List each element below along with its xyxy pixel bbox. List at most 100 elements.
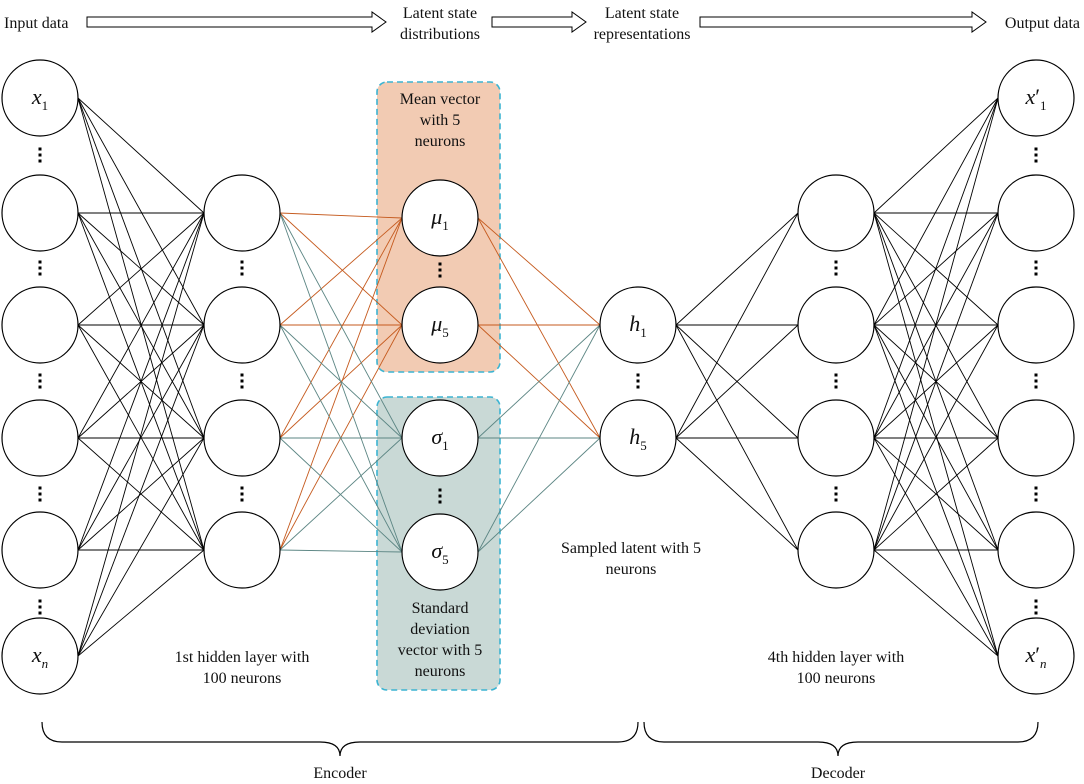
hidden1-label-line-2: 100 neurons [203, 670, 282, 687]
edge-hidden4-output [873, 97, 999, 326]
ellipsis-dots-19 [1034, 599, 1038, 615]
hidden1-neuron-2 [203, 286, 281, 364]
hidden4-neuron-2 [797, 286, 875, 364]
edge-std-latent [477, 324, 601, 553]
hidden1-neuron-4 [203, 511, 281, 589]
hidden4-neuron-1 [797, 174, 875, 252]
output-neuron-6 [997, 617, 1075, 695]
edge-mean-latent [477, 217, 601, 326]
ellipsis-dots-11 [636, 373, 640, 389]
ellipsis-dots-5 [38, 599, 42, 615]
ellipsis-dots-15 [1034, 147, 1038, 163]
input-neuron-5 [1, 511, 79, 589]
std-box-label: Standard deviation vector with 5 neurons [398, 600, 482, 680]
input-neuron-2 [1, 174, 79, 252]
sigma5-label: σ5 [431, 538, 448, 567]
edge-input-hidden1 [77, 437, 205, 657]
edge-hidden1-std [279, 324, 403, 553]
edge-hidden4-output [873, 212, 999, 657]
mean-box-label-line-3: neurons [415, 133, 466, 150]
flow-distributions-label-1: Latent state [403, 5, 477, 22]
output-neuron-4 [997, 399, 1075, 477]
hidden1-label: 1st hidden layer with 100 neurons [175, 649, 310, 687]
edge-input-hidden1 [77, 324, 205, 551]
edge-hidden4-output [873, 212, 999, 551]
edge-input-hidden1 [77, 97, 205, 326]
edge-std-latent [477, 324, 601, 439]
mean-neuron-1 [401, 179, 479, 257]
x1-label: x1 [31, 84, 48, 113]
edge-latent-hidden4 [675, 212, 799, 439]
flow-input-label: Input data [4, 15, 68, 32]
output-neuron-1 [997, 59, 1075, 137]
neurons [1, 59, 1075, 695]
std-neuron-1 [401, 399, 479, 477]
edge-hidden4-output [873, 549, 999, 657]
edge-input-hidden1 [77, 97, 205, 551]
mean-neuron-2 [401, 286, 479, 364]
flow-arrows [86, 11, 987, 33]
hidden4-label-line-2: 100 neurons [797, 670, 876, 687]
flow-arrow-1 [86, 11, 387, 33]
edge-hidden1-mean [279, 212, 403, 326]
mean-box-label-line-2: with 5 [420, 112, 460, 129]
std-box-label-line-2: deviation [410, 621, 470, 638]
hidden4-label: 4th hidden layer with 100 neurons [768, 649, 904, 687]
output-neuron-5 [997, 511, 1075, 589]
input-neuron-3 [1, 286, 79, 364]
ellipsis-dots-3 [38, 373, 42, 389]
std-box-label-line-4: neurons [415, 663, 466, 680]
ellipsis-dots-17 [1034, 373, 1038, 389]
output-neuron-3 [997, 286, 1075, 364]
xn-prime-label: x′n [1024, 642, 1046, 671]
edge-hidden1-mean [279, 217, 403, 551]
hidden1-neuron-3 [203, 399, 281, 477]
ellipsis-dots-13 [834, 373, 838, 389]
edge-input-hidden1 [77, 97, 205, 214]
edge-hidden1-mean [279, 324, 403, 551]
edge-hidden4-output [873, 437, 999, 551]
hidden4-label-line-1: 4th hidden layer with [768, 649, 904, 666]
hidden1-label-line-1: 1st hidden layer with [175, 649, 310, 666]
edge-hidden4-output [873, 97, 999, 439]
edge-std-latent [477, 437, 601, 553]
edge-input-hidden1 [77, 437, 205, 551]
edge-input-hidden1 [77, 212, 205, 551]
ellipsis-dots-12 [834, 260, 838, 276]
edge-hidden4-output [873, 437, 999, 657]
decoder-label: Decoder [811, 765, 866, 782]
edge-hidden1-std [279, 324, 403, 439]
connection-edges [77, 97, 999, 657]
neuron-labels: x1 xn μ1 μ5 σ1 σ5 h1 h5 x′1 x′n [31, 84, 1047, 671]
h5-label: h5 [629, 424, 647, 453]
sampled-label-line-1: Sampled latent with 5 [561, 540, 701, 557]
edge-hidden4-output [873, 324, 999, 657]
edge-hidden1-mean [279, 217, 403, 326]
edge-hidden1-mean [279, 217, 403, 439]
sampled-label: Sampled latent with 5 neurons [561, 540, 701, 578]
edge-hidden4-output [873, 97, 999, 214]
decoder-brace [643, 721, 1039, 757]
mean-box-label: Mean vector with 5 neurons [400, 91, 481, 150]
edge-mean-latent [477, 217, 601, 439]
edge-input-hidden1 [77, 212, 205, 439]
ellipsis-dots-2 [38, 260, 42, 276]
edge-latent-hidden4 [675, 324, 799, 551]
ellipsis-dots-14 [834, 486, 838, 502]
edge-hidden1-std [279, 549, 403, 553]
edge-input-hidden1 [77, 97, 205, 439]
latent-neuron-1 [599, 286, 677, 364]
sigma1-label: σ1 [431, 424, 448, 453]
ellipsis-dots-16 [1034, 260, 1038, 276]
flow-arrow-2 [491, 11, 587, 33]
ellipsis-dots-6 [240, 260, 244, 276]
hidden4-neuron-3 [797, 399, 875, 477]
encoder-label: Encoder [313, 765, 367, 782]
ellipsis-dots-4 [38, 486, 42, 502]
edge-hidden1-std [279, 212, 403, 553]
input-neuron-6 [1, 617, 79, 695]
edge-hidden4-output [873, 97, 999, 551]
ellipsis-dots-18 [1034, 486, 1038, 502]
edge-input-hidden1 [77, 212, 205, 326]
